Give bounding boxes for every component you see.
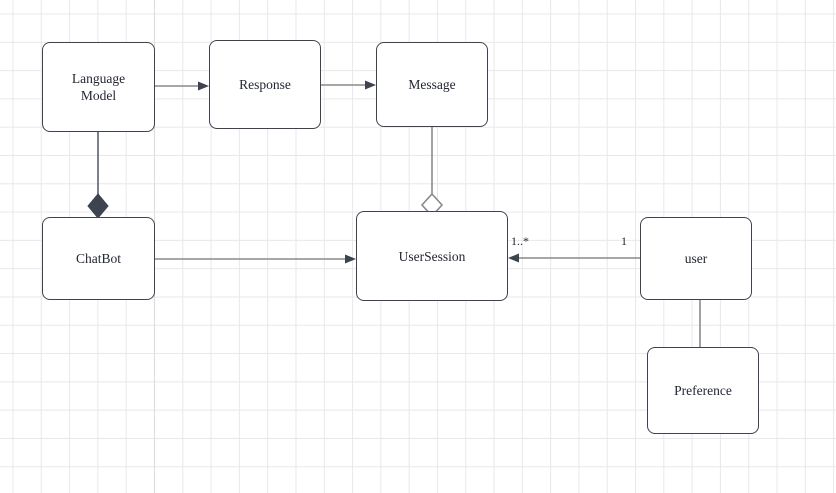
node-response-label: Response [239,77,291,92]
node-preference[interactable]: Preference [647,347,759,434]
node-message[interactable]: Message [376,42,488,127]
node-user-label: user [684,251,708,266]
node-language-model[interactable]: Language Model [42,42,155,132]
edge-usersession-aggregates-message [420,127,444,218]
node-message-label: Message [408,77,456,92]
node-preference-label: Preference [674,383,732,398]
node-usersession-label: UserSession [398,248,466,264]
edge-language-model-to-response [155,81,209,91]
node-usersession[interactable]: UserSession [356,211,508,301]
node-language-model-label-line1: Language [71,71,126,86]
edge-chatbot-composes-language-model [87,132,109,219]
node-user[interactable]: user [640,217,752,300]
multiplicity-usersession: 1..* [511,234,529,248]
node-response[interactable]: Response [209,40,321,129]
node-chatbot[interactable]: ChatBot [42,217,155,300]
node-chatbot-label: ChatBot [75,251,121,266]
edge-chatbot-to-usersession [155,254,356,264]
edge-user-to-usersession [508,253,640,263]
edge-response-to-message [321,80,376,90]
node-language-model-label-line2: Model [80,88,117,103]
multiplicity-user: 1 [621,234,627,248]
